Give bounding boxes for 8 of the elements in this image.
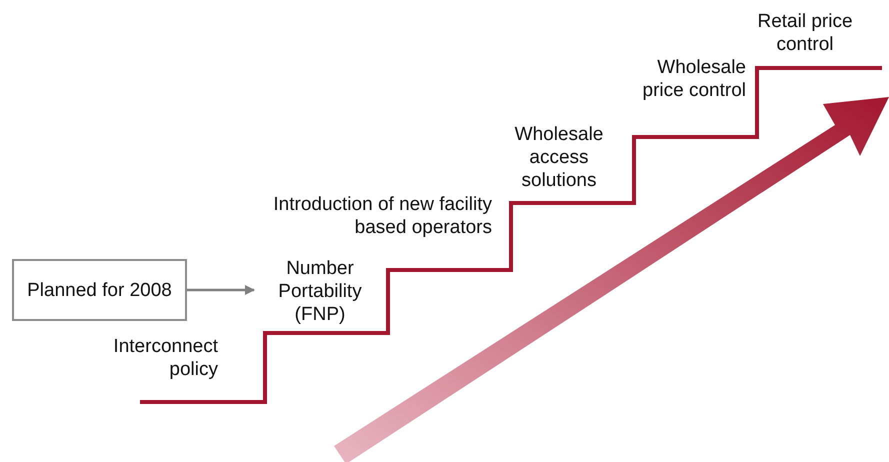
step-label: Introduction of new facility based operators [272, 193, 492, 239]
step-label: Wholesale price control [642, 56, 746, 102]
step-label: Retail price control [756, 10, 854, 56]
step-label: Number Portability (FNP) [258, 256, 382, 326]
process-box: Planned for 2008 [12, 259, 187, 321]
step-label: Wholesale access solutions [514, 123, 604, 192]
arrow [187, 285, 255, 295]
step-label: Interconnect policy [112, 335, 218, 381]
